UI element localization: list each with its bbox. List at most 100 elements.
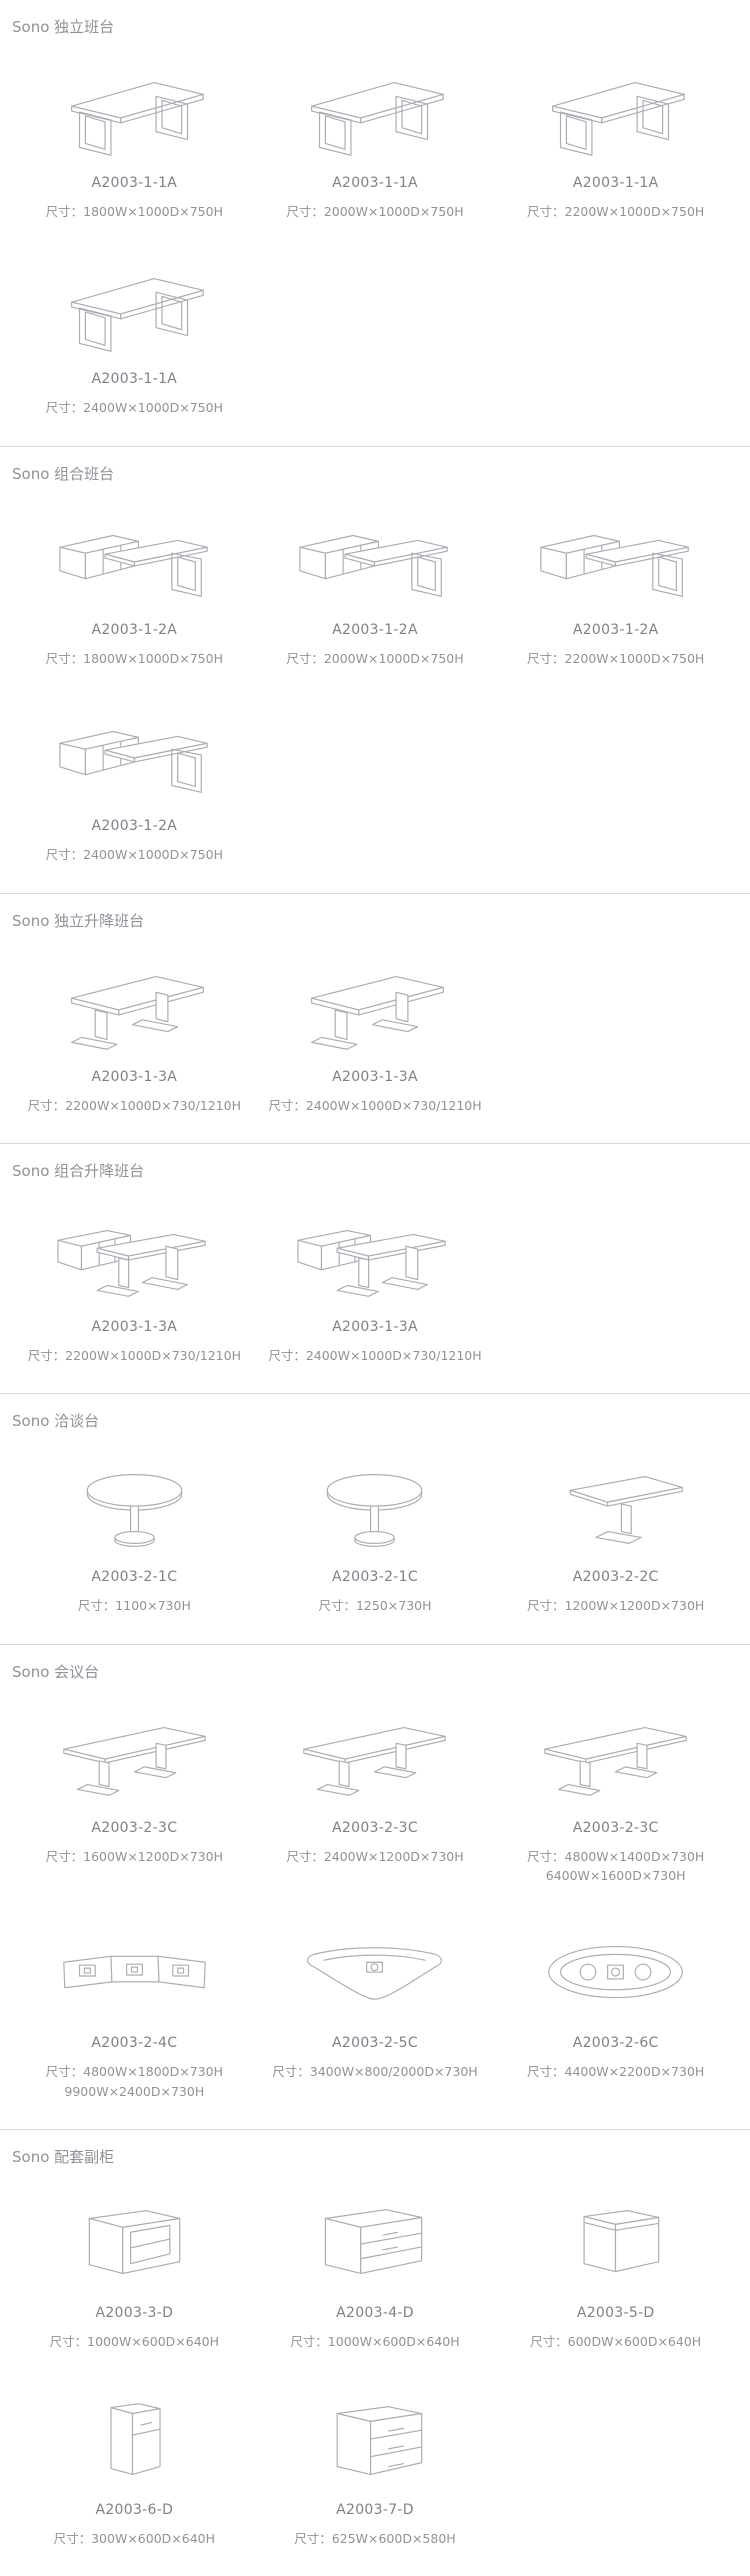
cabinet-sketch — [255, 2189, 496, 2299]
model-number: A2003-7-D — [336, 2501, 414, 2518]
model-number: A2003-1-2A — [91, 621, 178, 638]
dimension-label: 尺寸：2000W×1000D×750H — [286, 204, 464, 219]
square-table-sketch — [495, 1453, 736, 1563]
desk-sketch — [14, 255, 255, 365]
model-number: A2003-3-D — [95, 2305, 174, 2322]
l-shaped-desk-sketch — [14, 506, 255, 616]
product-item: A2003-2-3C 尺寸：1600W×1200D×730H — [14, 1682, 255, 1898]
product-item: A2003-2-1C 尺寸：1250×730H — [255, 1431, 496, 1627]
product-item: A2003-2-1C 尺寸：1100×730H — [14, 1431, 255, 1627]
dimension-label: 尺寸：2400W×1000D×730/1210H — [268, 1347, 482, 1363]
dimension-label: 尺寸：1800W×1000D×750H — [45, 650, 223, 666]
product-item: A2003-1-2A 尺寸：1800W×1000D×750H — [14, 484, 255, 680]
model-number: A2003-2-3C — [572, 1819, 659, 1836]
model-number: A2003-2-2C — [572, 1569, 659, 1586]
dimension-label: 尺寸：2000W×1000D×750H — [286, 650, 464, 666]
model-number: A2003-4-D — [336, 2305, 414, 2322]
dimension-label: 尺寸：2400W×1000D×750H — [45, 400, 223, 416]
product-item: A2003-1-3A 尺寸：2400W×1000D×730/1210H — [255, 1181, 496, 1377]
product-item: A2003-2-4C 尺寸：4800W×1800D×730H 9900W×240… — [14, 1897, 255, 2113]
product-item: A2003-1-2A 尺寸：2400W×1000D×750H — [14, 680, 255, 876]
model-number: A2003-1-3A — [332, 1318, 418, 1335]
cabinet-sketch — [495, 2189, 736, 2299]
model-number: A2003-1-2A — [332, 621, 418, 638]
model-number: A2003-2-3C — [332, 1819, 418, 1836]
cabinet-sketch — [14, 2386, 255, 2496]
model-number: A2003-1-3A — [91, 1068, 178, 1085]
model-number: A2003-6-D — [95, 2501, 174, 2518]
dimension-label: 尺寸：1600W×1200D×730H — [45, 1848, 223, 1864]
oval-conference-table-sketch — [495, 1919, 736, 2029]
dimension-label: 尺寸：4400W×2200D×730H — [527, 2064, 705, 2080]
product-grid: A2003-1-3A 尺寸：2200W×1000D×730/1210H A200… — [0, 1181, 750, 1377]
product-grid: A2003-1-2A 尺寸：1800W×1000D×750H A2003-1-2… — [0, 484, 750, 877]
product-item: A2003-1-1A 尺寸：2200W×1000D×750H — [495, 37, 736, 233]
conference-table-sketch — [255, 1704, 496, 1814]
model-number: A2003-2-5C — [332, 2035, 418, 2052]
product-item: A2003-1-3A 尺寸：2200W×1000D×730/1210H — [14, 1181, 255, 1377]
model-number: A2003-2-1C — [91, 1569, 178, 1586]
product-grid: A2003-2-1C 尺寸：1100×730H A2003-2-1C 尺寸：12… — [0, 1431, 750, 1627]
product-grid: A2003-3-D 尺寸：1000W×600D×640H A2003-4-D 尺… — [0, 2167, 750, 2560]
dimension-label: 尺寸：600DW×600D×640H — [530, 2334, 702, 2350]
round-table-sketch — [14, 1453, 255, 1563]
section-negotiation-tables: Sono 洽谈台 A2003-2-1C 尺寸：1100×730H A2003-2… — [0, 1393, 750, 1643]
desk-sketch — [255, 59, 496, 169]
section-standalone-desks: Sono 独立班台 A2003-1-1A 尺寸：1800W×1000D×750H… — [0, 0, 750, 446]
dimension-label: 尺寸：3400W×800/2000D×730H — [272, 2064, 478, 2080]
product-item: A2003-1-1A 尺寸：2400W×1000D×750H — [14, 233, 255, 429]
model-number: A2003-1-1A — [91, 175, 178, 191]
l-shaped-desk-sketch — [495, 506, 736, 616]
dimension-label: 尺寸：1200W×1200D×730H — [527, 1598, 705, 1614]
model-number: A2003-1-2A — [91, 818, 178, 835]
model-number: A2003-1-3A — [332, 1068, 418, 1085]
dimension-label: 尺寸：1250×730H — [318, 1598, 432, 1614]
lift-desk-combo-sketch — [14, 1203, 255, 1313]
product-grid: A2003-1-1A 尺寸：1800W×1000D×750H A2003-1-1… — [0, 37, 750, 430]
desk-sketch — [495, 59, 736, 169]
product-item: A2003-3-D 尺寸：1000W×600D×640H — [14, 2167, 255, 2363]
model-number: A2003-1-2A — [572, 621, 659, 638]
lift-desk-combo-sketch — [255, 1203, 496, 1313]
section-title: Sono 会议台 — [12, 1662, 100, 1681]
l-shaped-desk-sketch — [255, 506, 496, 616]
product-grid: A2003-2-3C 尺寸：1600W×1200D×730H A2003-2-3… — [0, 1682, 750, 2114]
section-title: Sono 洽谈台 — [12, 1412, 100, 1431]
section-title: Sono 组合班台 — [12, 464, 115, 483]
lift-desk-sketch — [255, 953, 496, 1063]
conference-table-sketch — [495, 1704, 736, 1814]
section-title: Sono 独立班台 — [12, 18, 115, 36]
curved-conference-table-sketch — [255, 1919, 496, 2029]
model-number: A2003-2-6C — [572, 2035, 659, 2052]
model-number: A2003-1-1A — [91, 371, 178, 388]
conference-table-sketch — [14, 1704, 255, 1814]
dimension-label: 尺寸：2200W×1000D×730/1210H — [27, 1097, 241, 1113]
dimension-label: 尺寸：1000W×600D×640H — [290, 2334, 460, 2350]
dimension-label: 尺寸：1000W×600D×640H — [49, 2334, 220, 2350]
section-matching-cabinets: Sono 配套副柜 A2003-3-D 尺寸：1000W×600D×640H A… — [0, 2129, 750, 2576]
model-number: A2003-2-1C — [332, 1569, 418, 1586]
model-number: A2003-1-1A — [572, 175, 659, 191]
section-title: Sono 独立升降班台 — [12, 911, 145, 930]
l-shaped-desk-sketch — [14, 702, 255, 812]
section-conference-tables: Sono 会议台 A2003-2-3C 尺寸：1600W×1200D×730H … — [0, 1643, 750, 2130]
lift-desk-sketch — [14, 953, 255, 1063]
model-number: A2003-1-3A — [91, 1318, 178, 1335]
product-item: A2003-2-3C 尺寸：2400W×1200D×730H — [255, 1682, 496, 1898]
product-item: A2003-2-2C 尺寸：1200W×1200D×730H — [495, 1431, 736, 1627]
section-title: Sono 组合升降班台 — [12, 1161, 145, 1180]
model-number: A2003-1-1A — [332, 175, 418, 191]
round-table-sketch — [255, 1453, 496, 1563]
product-item: A2003-1-2A 尺寸：2000W×1000D×750H — [255, 484, 496, 680]
desk-sketch — [14, 59, 255, 169]
dimension-label: 尺寸：4800W×1800D×730H 9900W×2400D×730H — [45, 2064, 223, 2099]
product-item: A2003-2-6C 尺寸：4400W×2200D×730H — [495, 1897, 736, 2113]
dimension-label: 尺寸：625W×600D×580H — [294, 2530, 456, 2546]
product-item: A2003-1-1A 尺寸：1800W×1000D×750H — [14, 37, 255, 233]
product-item: A2003-1-3A 尺寸：2400W×1000D×730/1210H — [255, 931, 496, 1127]
product-item: A2003-1-2A 尺寸：2200W×1000D×750H — [495, 484, 736, 680]
dimension-label: 尺寸：300W×600D×640H — [53, 2530, 216, 2546]
section-standalone-lift-desks: Sono 独立升降班台 A2003-1-3A 尺寸：2200W×1000D×73… — [0, 892, 750, 1143]
section-combination-desks: Sono 组合班台 A2003-1-2A 尺寸：1800W×1000D×750H… — [0, 445, 750, 893]
modular-conference-table-sketch — [14, 1919, 255, 2029]
